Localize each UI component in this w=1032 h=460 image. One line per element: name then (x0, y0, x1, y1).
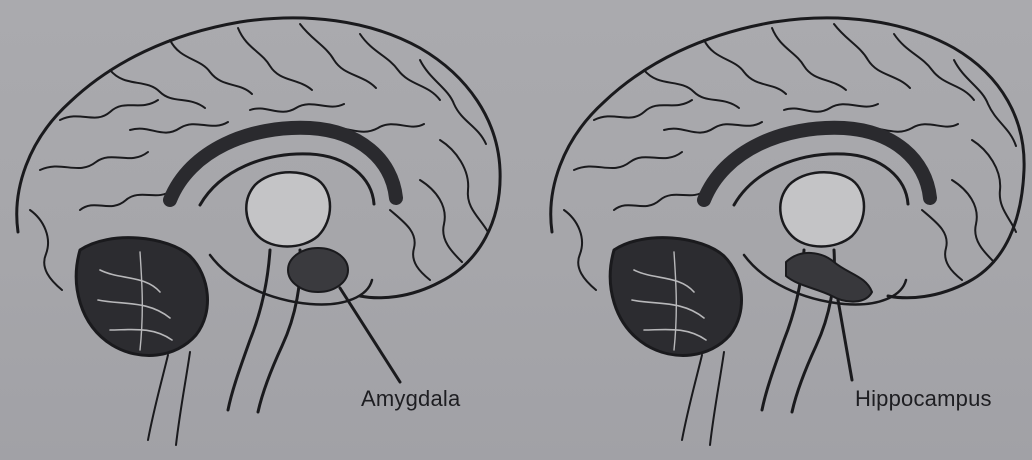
amygdala-panel: Amygdala (0, 0, 516, 460)
thalamus (780, 172, 864, 246)
brainstem (228, 250, 270, 410)
amygdala-pointer-line (340, 288, 400, 382)
hippocampus-label: Hippocampus (855, 386, 992, 412)
hippocampus-panel: Hippocampus (516, 0, 1032, 460)
hippocampus-pointer-line (838, 300, 852, 380)
amygdala-region (288, 248, 348, 292)
thalamus (246, 172, 330, 246)
amygdala-label: Amygdala (361, 386, 460, 412)
